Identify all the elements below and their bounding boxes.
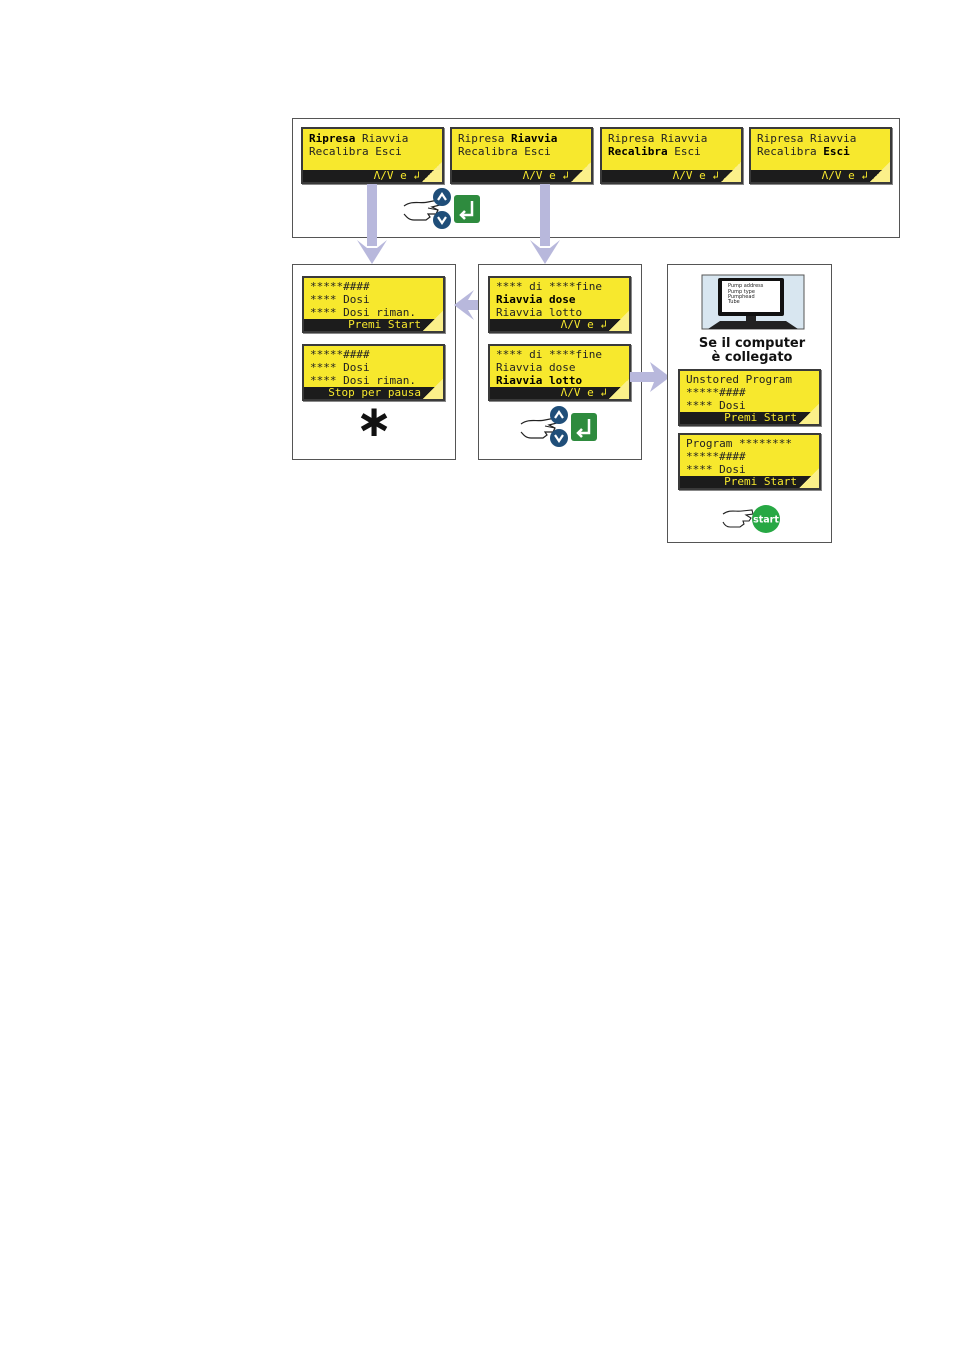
computer-connected-caption-line-1: Se il computer — [698, 336, 806, 351]
hand-updown-enter-keys-icon — [403, 188, 480, 229]
lcd-ripresa-selected: Ripresa Riavvia Recalibra Esci Λ/V e ↲ — [301, 127, 444, 184]
lcd-program: Program ******** *****#### **** Dosi Pre… — [678, 433, 821, 490]
lcd-corner-highlight — [422, 162, 442, 182]
lcd-line-2: Recalibra Esci — [309, 145, 402, 158]
arrow-right-to-right-panel — [630, 362, 670, 392]
lcd-line-2: *****#### — [686, 450, 746, 463]
lcd-corner-highlight — [609, 311, 629, 331]
monitor-line-2: Pump type — [728, 289, 755, 295]
lcd-status-bar: Λ/V e ↲ — [452, 170, 591, 182]
arrow-down-to-middle-panel — [530, 184, 560, 264]
arrow-down-to-left-panel — [357, 184, 387, 264]
lcd-line-2: Recalibra Esci — [608, 145, 701, 158]
lcd-esci-selected: Ripresa Riavvia Recalibra Esci Λ/V e ↲ — [749, 127, 892, 184]
lcd-status-bar: Premi Start — [680, 412, 819, 424]
lcd-corner-highlight — [571, 162, 591, 182]
lcd-recalibra-selected: Ripresa Riavvia Recalibra Esci Λ/V e ↲ — [600, 127, 743, 184]
monitor-line-3: Pumphead — [728, 294, 755, 300]
lcd-line-1: *****#### — [310, 348, 370, 361]
lcd-status-bar: Λ/V e ↲ — [490, 319, 629, 331]
lcd-riavvia-dose-selected: **** di ****fine Riavvia dose Riavvia lo… — [488, 276, 631, 333]
lcd-line-3: **** Dosi — [686, 399, 746, 412]
lcd-line-1: **** di ****fine — [496, 348, 602, 361]
lcd-status-bar: Premi Start — [680, 476, 819, 488]
computer-monitor-icon: Pump address Pump type Pumphead Tube — [701, 274, 805, 330]
lcd-line-2: Riavvia dose — [496, 361, 576, 374]
lcd-line-3: Riavvia lotto — [496, 374, 583, 387]
lcd-line-1: Ripresa Riavvia — [608, 132, 708, 145]
lcd-line-1: *****#### — [310, 280, 370, 293]
computer-connected-caption-line-2: è collegato — [711, 350, 793, 365]
lcd-riavvia-lotto-selected: **** di ****fine Riavvia dose Riavvia lo… — [488, 344, 631, 401]
lcd-line-3: **** Dosi — [686, 463, 746, 476]
lcd-line-3: Riavvia lotto — [496, 306, 583, 319]
lcd-corner-highlight — [870, 162, 890, 182]
lcd-status-bar: Premi Start — [304, 319, 443, 331]
lcd-corner-highlight — [423, 311, 443, 331]
lcd-line-2: **** Dosi — [310, 293, 370, 306]
start-button-label: start — [753, 515, 779, 526]
lcd-corner-highlight — [423, 379, 443, 399]
lcd-dosi-premi-start: *****#### **** Dosi **** Dosi riman. Pre… — [302, 276, 445, 333]
lcd-corner-highlight — [609, 379, 629, 399]
lcd-status-bar: Stop per pausa — [304, 387, 443, 399]
lcd-corner-highlight — [799, 468, 819, 488]
hand-start-button-icon: start — [722, 505, 780, 533]
lcd-line-1: Ripresa Riavvia — [757, 132, 857, 145]
lcd-line-1: Ripresa Riavvia — [458, 132, 558, 145]
lcd-status-bar: Λ/V e ↲ — [490, 387, 629, 399]
monitor-line-4: Tube — [727, 299, 740, 305]
lcd-line-1: Ripresa Riavvia — [309, 132, 409, 145]
lcd-line-2: Riavvia dose — [496, 293, 576, 306]
lcd-line-3: **** Dosi riman. — [310, 374, 416, 387]
lcd-riavvia-selected: Ripresa Riavvia Recalibra Esci Λ/V e ↲ — [450, 127, 593, 184]
asterisk-icon: ∗ — [355, 396, 393, 447]
hand-updown-enter-keys-icon — [520, 406, 597, 447]
lcd-line-2: *****#### — [686, 386, 746, 399]
lcd-dosi-stop-per-pausa: *****#### **** Dosi **** Dosi riman. Sto… — [302, 344, 445, 401]
lcd-line-1: **** di ****fine — [496, 280, 602, 293]
lcd-corner-highlight — [799, 404, 819, 424]
lcd-unstored-program: Unstored Program *****#### **** Dosi Pre… — [678, 369, 821, 426]
lcd-corner-highlight — [721, 162, 741, 182]
lcd-line-1: Program ******** — [686, 437, 792, 450]
lcd-line-2: Recalibra Esci — [757, 145, 850, 158]
lcd-status-bar: Λ/V e ↲ — [751, 170, 890, 182]
lcd-line-3: **** Dosi riman. — [310, 306, 416, 319]
lcd-status-bar: Λ/V e ↲ — [303, 170, 442, 182]
lcd-line-2: Recalibra Esci — [458, 145, 551, 158]
monitor-line-1: Pump address — [728, 283, 764, 289]
lcd-line-1: Unstored Program — [686, 373, 792, 386]
lcd-line-2: **** Dosi — [310, 361, 370, 374]
lcd-status-bar: Λ/V e ↲ — [602, 170, 741, 182]
